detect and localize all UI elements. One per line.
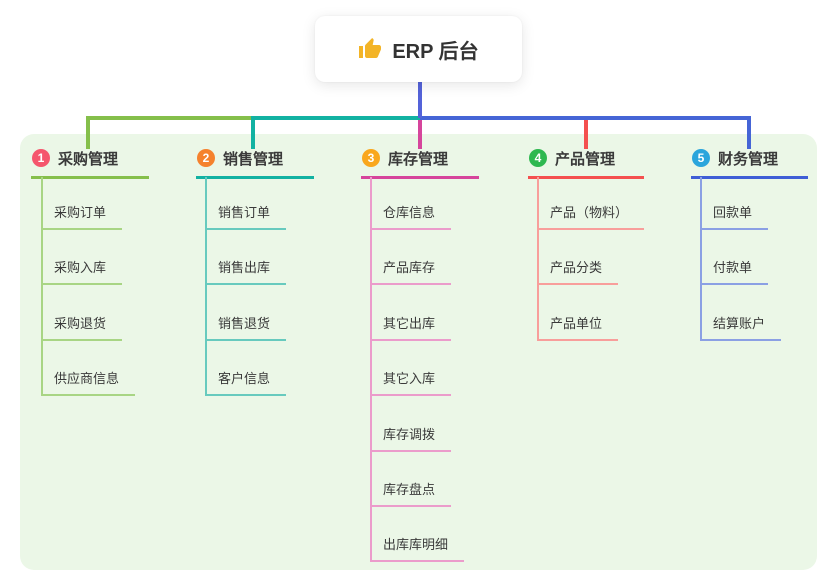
branch-child-connector: [537, 177, 539, 341]
node-customer-info[interactable]: 客户信息: [205, 370, 287, 396]
node-outbound-detail[interactable]: 出库库明细: [370, 536, 465, 562]
branch-product-management[interactable]: 4 产品管理: [528, 147, 644, 179]
node-collection-doc[interactable]: 回款单: [700, 204, 769, 230]
branch-number-badge: 2: [197, 149, 215, 167]
branch-child-connector: [41, 177, 43, 396]
branch-number-badge: 3: [362, 149, 380, 167]
branch-label: 销售管理: [223, 150, 284, 168]
node-sales-outbound[interactable]: 销售出库: [205, 259, 287, 285]
branch-number-badge: 1: [32, 149, 50, 167]
branch-inventory-management[interactable]: 3 库存管理: [361, 147, 479, 179]
node-other-outbound[interactable]: 其它出库: [370, 315, 452, 341]
node-product-category[interactable]: 产品分类: [537, 259, 619, 285]
node-sales-order[interactable]: 销售订单: [205, 204, 287, 230]
node-purchase-inbound[interactable]: 采购入库: [41, 259, 123, 285]
branch-label: 产品管理: [555, 150, 616, 168]
branch-label: 财务管理: [718, 150, 779, 168]
node-payment-doc[interactable]: 付款单: [700, 259, 769, 285]
branch-child-connector: [700, 177, 702, 341]
node-purchase-return[interactable]: 采购退货: [41, 315, 123, 341]
branch-label: 库存管理: [388, 150, 449, 168]
node-product-material[interactable]: 产品（物料）: [537, 204, 645, 230]
branches-panel: [20, 134, 817, 570]
root-title: ERP 后台: [392, 40, 479, 63]
branch-finance-management[interactable]: 5 财务管理: [691, 147, 808, 179]
node-stock-check[interactable]: 库存盘点: [370, 481, 452, 507]
node-stock-transfer[interactable]: 库存调拨: [370, 426, 452, 452]
node-settlement-account[interactable]: 结算账户: [700, 315, 782, 341]
branch-child-connector: [370, 177, 372, 562]
root-node[interactable]: ERP 后台: [315, 16, 522, 82]
thumbs-up-icon: [358, 37, 382, 61]
branch-label: 采购管理: [58, 150, 119, 168]
node-supplier-info[interactable]: 供应商信息: [41, 370, 136, 396]
branch-purchase-management[interactable]: 1 采购管理: [31, 147, 149, 179]
node-sales-return[interactable]: 销售退货: [205, 315, 287, 341]
branch-sales-management[interactable]: 2 销售管理: [196, 147, 314, 179]
node-product-stock[interactable]: 产品库存: [370, 259, 452, 285]
branch-number-badge: 5: [692, 149, 710, 167]
branch-child-connector: [205, 177, 207, 396]
node-warehouse-info[interactable]: 仓库信息: [370, 204, 452, 230]
node-product-unit[interactable]: 产品单位: [537, 315, 619, 341]
node-purchase-order[interactable]: 采购订单: [41, 204, 123, 230]
node-other-inbound[interactable]: 其它入库: [370, 370, 452, 396]
branch-number-badge: 4: [529, 149, 547, 167]
